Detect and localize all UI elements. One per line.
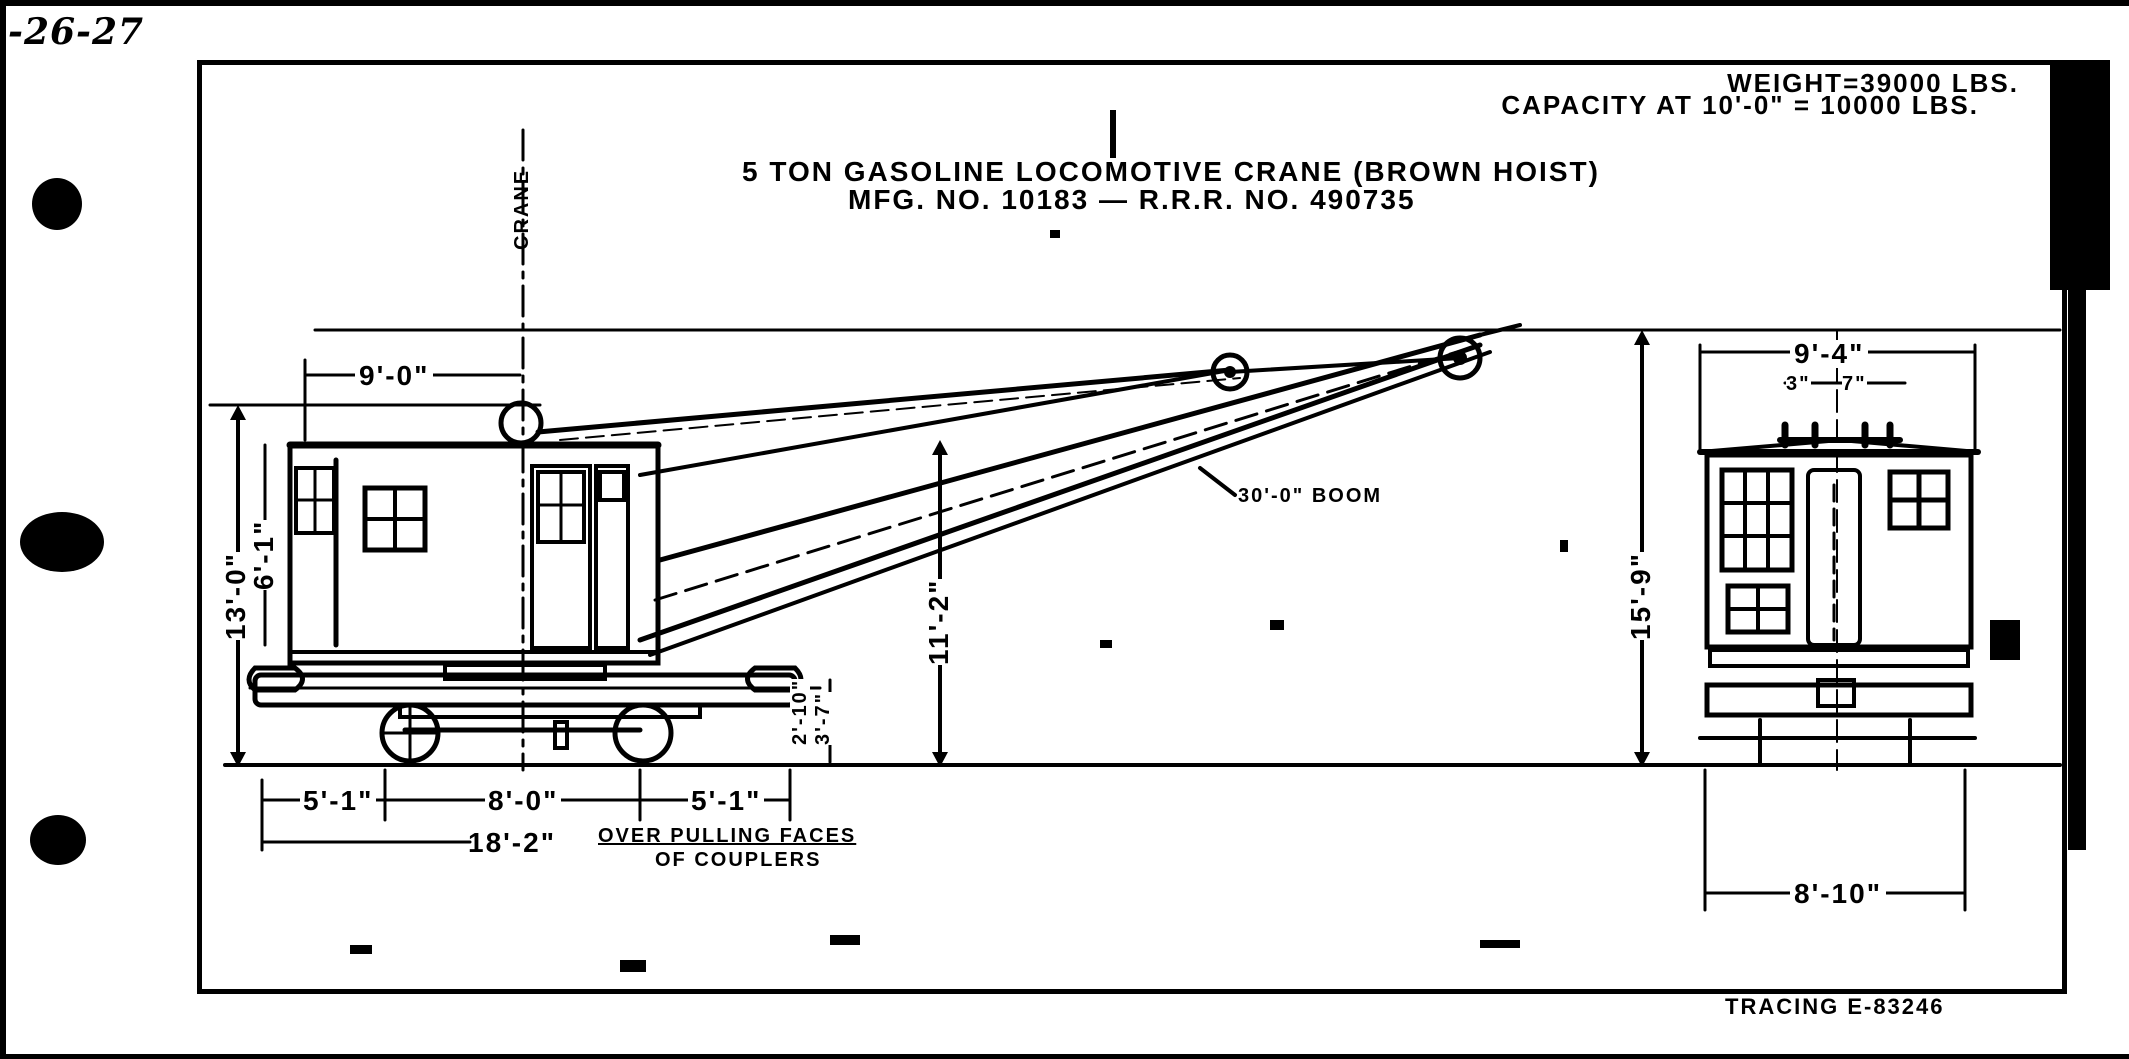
boom-pivot-sheave [498,400,544,446]
turntable [443,663,607,681]
scan-noise [620,960,646,972]
scan-noise [1050,230,1060,238]
scan-noise [830,935,860,945]
spec-capacity: CAPACITY AT 10'-0" = 10000 LBS. [1501,90,1979,120]
scan-noise [1270,620,1284,630]
drawing-border [197,60,2067,994]
boom-chord-top [657,332,1483,563]
front-wheel [612,702,674,764]
dim-end-overall-height: 15'-9" [1625,552,1656,640]
scan-noise [1110,110,1116,158]
dim-end-base-width: 8'-10" [1790,880,1886,908]
dim-boom-foot-height: 11'-2" [923,578,954,665]
end-view-window-left [1719,467,1795,573]
index-tab [2050,60,2110,290]
scan-noise [1990,620,2020,660]
overall-length-note-2: OF COUPLERS [655,849,822,871]
end-view-door [1806,468,1862,647]
drawing-title: 5 TON GASOLINE LOCOMOTIVE CRANE (BROWN H… [742,156,1600,187]
scan-edge-bottom [0,1054,2129,1059]
dim-rail-height: 3'-7" [812,691,834,745]
centerline-label: CRANE [511,168,533,250]
spec-weight: WEIGHT=39000 LBS. [1727,68,2019,98]
cab-door [530,464,592,650]
punch-hole-middle [20,512,104,572]
dim-end-cab-width: 9'-4" [1790,340,1869,368]
dim-overall-height: 13'-0" [220,552,251,640]
punch-hole-top [32,178,82,230]
rear-coupler [246,665,305,693]
scan-noise [1560,540,1568,552]
dim-roof-offset-left: 3" [1786,373,1811,395]
boom-rope-upper [535,367,1233,435]
handwritten-note: -26-27 [8,11,145,53]
end-view-frame [1704,682,1974,718]
overall-length-note-1: OVER PULLING FACES [598,825,857,847]
scan-edge-top [0,0,2129,6]
dim-front-overhang: 5'-1" [688,787,765,815]
dim-boom-pivot-to-rear: 9'-0" [355,362,434,390]
dim-wheel-base: 8'-0" [485,787,562,815]
cab-outline [287,442,661,666]
index-tab-strip [2068,290,2086,850]
scan-noise [1480,940,1520,948]
tracing-number: TRACING E-83246 [1725,994,1945,1019]
scan-noise [350,945,372,954]
boom-chord-bottom [637,342,1483,643]
mfg-number: MFG. NO. 10183 — R.R.R. NO. 490735 [848,184,1416,215]
boom-length-label: 30'-0" BOOM [1238,485,1383,507]
dim-overall-length: 18'-2" [468,827,556,858]
dim-cab-height: 6'-1" [248,519,279,590]
dim-roof-offset-right: 7" [1842,373,1867,395]
dim-coupler-height: 2'-10" [789,678,811,745]
punch-hole-bottom [30,815,86,865]
scan-noise [1100,640,1112,648]
scan-edge-left [0,0,6,1059]
dim-rear-overhang: 5'-1" [300,787,377,815]
